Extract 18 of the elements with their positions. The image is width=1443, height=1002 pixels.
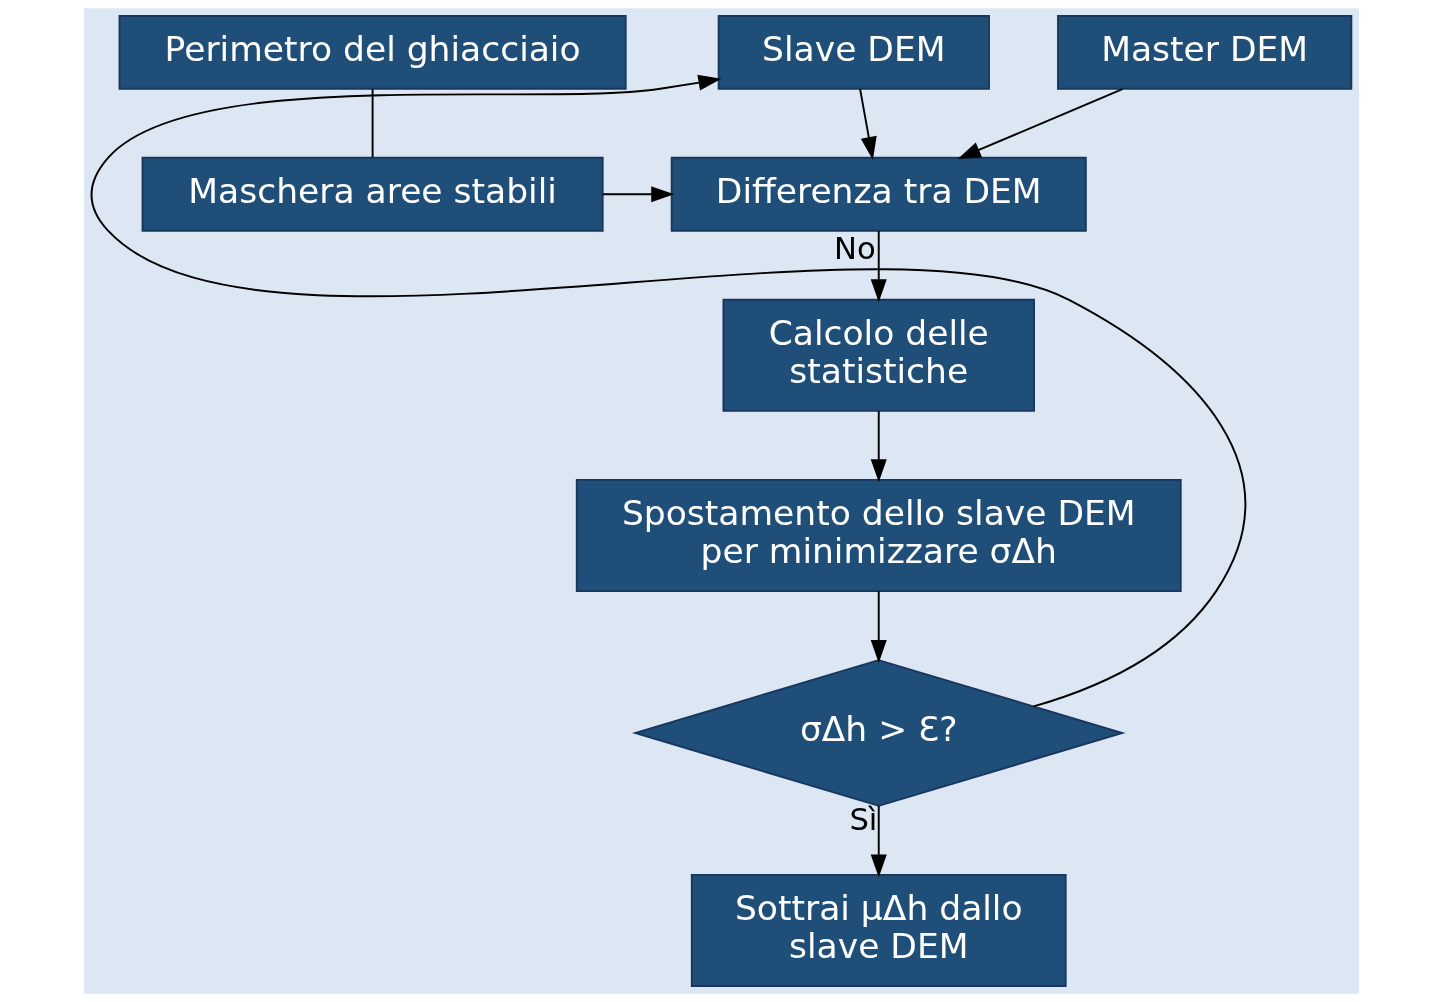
node-box: Sottrai μΔh dallo slave DEM [690,873,1067,987]
arrow [870,590,887,663]
arrow [870,410,887,483]
node-box: Perimetro del ghiacciaio [118,15,627,90]
node-box: Master DEM [1057,15,1353,90]
node-box: Spostamento dello slave DEM per minimizzare σΔh [575,478,1182,593]
arrow [601,186,675,203]
arrow [859,88,877,160]
arrow [870,804,887,878]
arrow [90,74,1247,708]
arrow [957,88,1124,159]
node-box: Maschera aree stabili [141,156,604,232]
connector [371,88,374,158]
node-box: Calcolo delle statistiche [722,298,1035,412]
edge-label: No [834,231,876,267]
node-box: Differenza tra DEM [670,156,1087,232]
arrow [870,230,887,303]
node-box: Slave DEM [717,15,990,90]
